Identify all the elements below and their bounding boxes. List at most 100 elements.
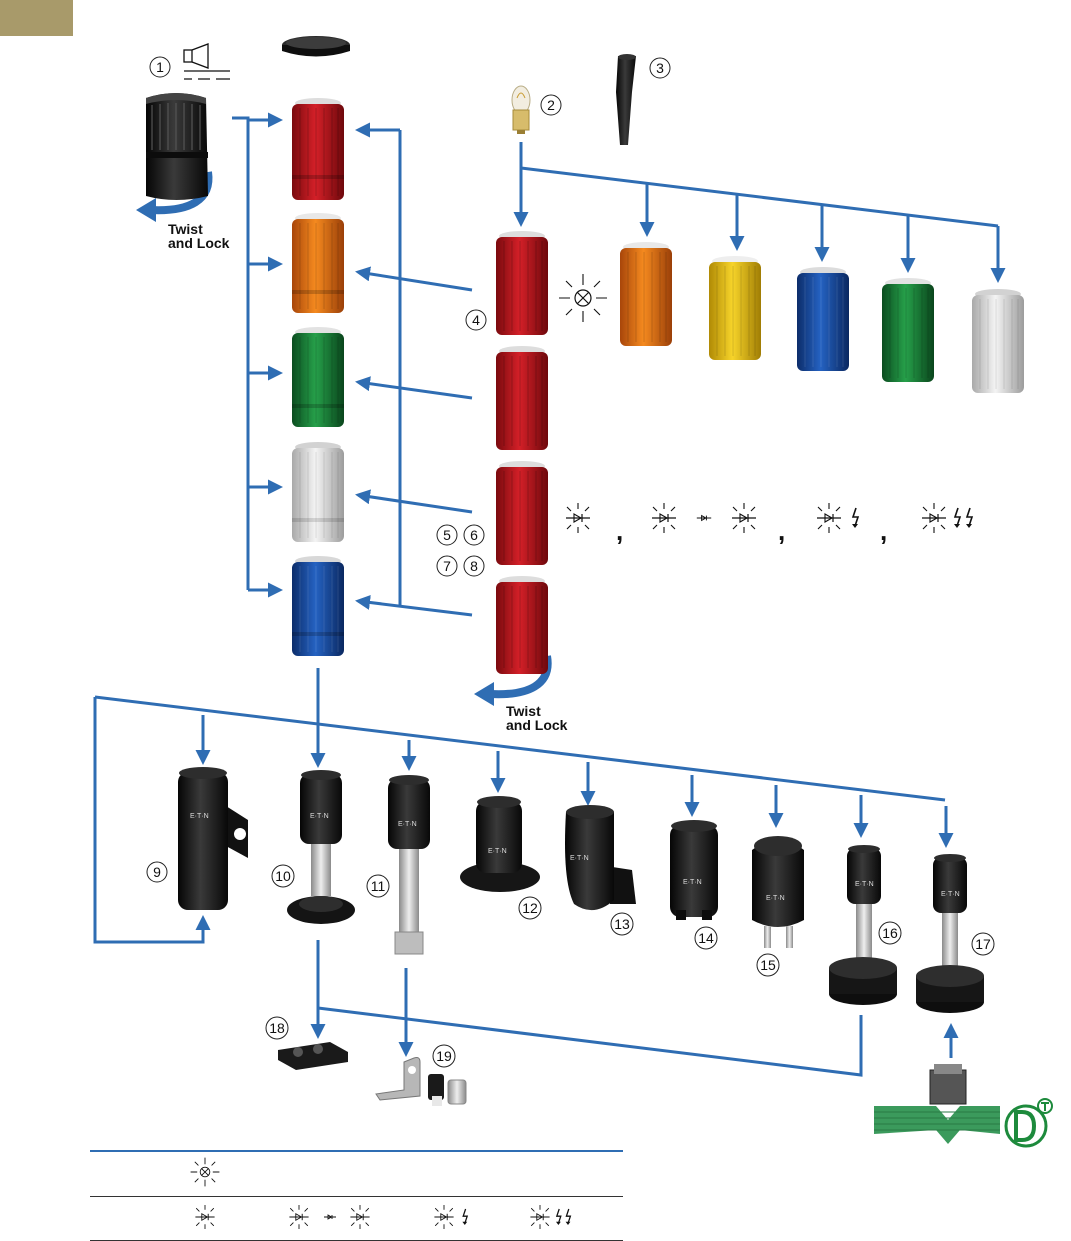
callout-16: 16 <box>878 921 902 945</box>
callout-2: 2 <box>540 94 562 116</box>
eaton-logo: E·T·N <box>683 879 702 886</box>
twist-label-bottom-1: Twist <box>506 703 541 719</box>
lamp-steady-icon <box>559 274 607 322</box>
callout-14: 14 <box>694 926 718 950</box>
callout-1: 1 <box>149 56 171 78</box>
double-flash-icon <box>921 502 973 534</box>
removal-tool <box>616 54 636 145</box>
base-tube-threaded: E·T·N <box>388 775 430 955</box>
eaton-logo: E·T·N <box>190 813 209 820</box>
ribbon-cable-connector <box>874 1064 1000 1144</box>
callout-12: 12 <box>518 896 542 920</box>
callout-7: 7 <box>436 555 458 577</box>
callout-3: 3 <box>649 57 671 79</box>
buzzer-module <box>146 93 208 200</box>
legend-table <box>90 1150 623 1241</box>
base-tube-round-dt: E·T·N <box>916 854 984 1013</box>
buzzer-icon <box>183 43 230 80</box>
callout-11: 11 <box>366 874 390 898</box>
callouts: 1 2 3 4 5 6 7 8 9 10 11 12 13 14 15 16 1… <box>146 56 995 1068</box>
led-small-icon <box>696 514 712 522</box>
lens-module-orange <box>292 213 344 313</box>
mode-symbols-row: , , , <box>565 502 973 546</box>
eaton-logo: E·T·N <box>766 895 785 902</box>
eaton-logo: E·T·N <box>488 848 507 855</box>
double-flash-icon <box>529 1204 572 1230</box>
corner-tab <box>0 0 73 36</box>
lens-module-red <box>292 98 344 200</box>
svg-text:13: 13 <box>614 916 630 932</box>
twist-label-bottom-2: and Lock <box>506 717 568 733</box>
svg-text:2: 2 <box>547 97 555 113</box>
lens-blue <box>797 267 849 371</box>
callout-5: 5 <box>436 524 458 546</box>
svg-text:8: 8 <box>470 558 478 574</box>
svg-text:11: 11 <box>371 878 386 894</box>
flash-icon <box>816 502 859 534</box>
lens-clear <box>972 289 1024 393</box>
led-icon <box>565 502 591 534</box>
svg-text:14: 14 <box>698 930 714 946</box>
callout-18: 18 <box>265 1016 289 1040</box>
callout-10: 10 <box>271 864 295 888</box>
led-icon <box>731 502 757 534</box>
callout-6: 6 <box>463 524 485 546</box>
svg-text:12: 12 <box>522 900 538 916</box>
mounting-bracket-kit <box>375 1057 467 1106</box>
separator-1: , <box>616 516 623 546</box>
base-tube-round: E·T·N <box>829 845 897 1005</box>
svg-text:6: 6 <box>470 527 478 543</box>
separator-3: , <box>880 516 887 546</box>
svg-text:16: 16 <box>882 925 898 941</box>
red-module-flash <box>496 461 548 565</box>
callout-13: 13 <box>610 912 634 936</box>
led-icon <box>194 1204 216 1230</box>
red-module-variants <box>496 231 548 674</box>
base-tube-short: E·T·N <box>287 770 355 924</box>
base-modules-row: E·T·N E·T·N E·T·N E·T·N <box>178 767 984 1013</box>
separator-2: , <box>778 516 785 546</box>
flash-icon <box>433 1204 468 1230</box>
callout-9: 9 <box>146 861 168 883</box>
red-module-led <box>496 346 548 450</box>
red-module-rotating <box>496 576 548 674</box>
twist-label-top-2: and Lock <box>168 235 230 251</box>
led-icon <box>651 502 677 534</box>
svg-text:19: 19 <box>436 1048 452 1064</box>
eaton-logo: E·T·N <box>941 891 960 898</box>
lamp-steady-icon <box>190 1157 220 1187</box>
red-module-steady <box>496 231 548 335</box>
led-small-icon <box>324 1214 336 1220</box>
svg-text:15: 15 <box>760 957 776 973</box>
svg-text:5: 5 <box>443 527 451 543</box>
twist-arrow-top <box>136 171 213 222</box>
lens-module-clear <box>292 442 344 542</box>
stack-column <box>292 98 344 656</box>
callout-4: 4 <box>465 309 487 331</box>
base-flange: E·T·N <box>460 796 540 892</box>
svg-text:10: 10 <box>275 868 291 884</box>
svg-text:9: 9 <box>153 864 161 880</box>
svg-text:7: 7 <box>443 558 451 574</box>
led-icon <box>288 1204 310 1230</box>
base-surface: E·T·N <box>670 820 718 920</box>
cap-cover <box>282 36 350 57</box>
callout-19: 19 <box>432 1044 456 1068</box>
svg-text:18: 18 <box>269 1020 285 1036</box>
callout-17: 17 <box>971 932 995 956</box>
color-lens-row <box>620 242 1024 393</box>
lens-green <box>882 278 934 382</box>
eaton-logo: E·T·N <box>398 821 417 828</box>
callout-8: 8 <box>463 555 485 577</box>
mounting-plate <box>278 1042 348 1070</box>
callout-15: 15 <box>756 953 780 977</box>
svg-text:17: 17 <box>975 936 991 952</box>
svg-text:4: 4 <box>472 312 480 328</box>
lens-yellow <box>709 256 761 360</box>
base-studs: E·T·N <box>752 836 804 948</box>
eaton-logo: E·T·N <box>855 881 874 888</box>
svg-text:3: 3 <box>656 60 664 76</box>
eaton-logo: E·T·N <box>570 855 589 862</box>
eaton-logo: E·T·N <box>310 813 329 820</box>
